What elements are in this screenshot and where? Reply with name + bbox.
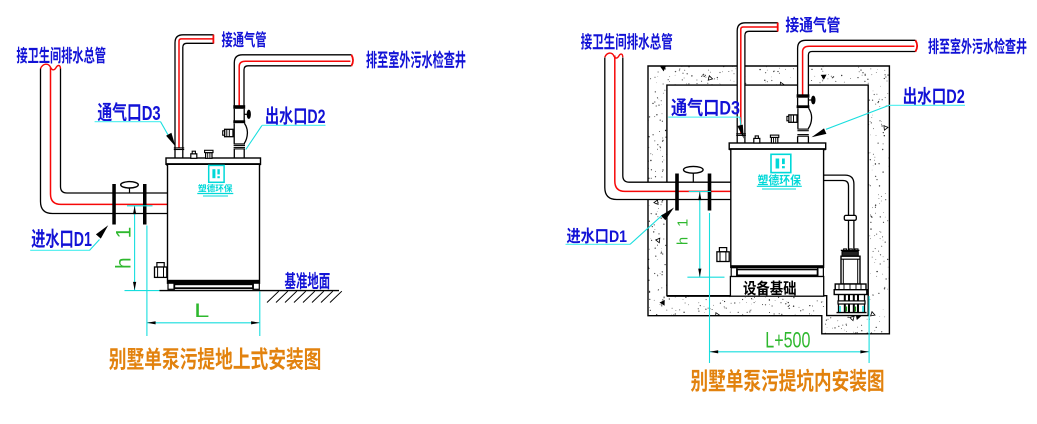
svg-text:L+500: L+500 [765,329,810,353]
svg-text:D1: D1 [74,227,92,250]
svg-text:D2: D2 [307,106,325,128]
svg-text:D3: D3 [142,101,161,124]
svg-text:D2: D2 [946,86,965,107]
svg-text:D1: D1 [609,228,627,246]
svg-text:h1: h1 [113,208,136,269]
svg-text:h1: h1 [675,209,691,245]
svg-text:L: L [194,301,209,322]
svg-text:D3: D3 [719,97,740,119]
